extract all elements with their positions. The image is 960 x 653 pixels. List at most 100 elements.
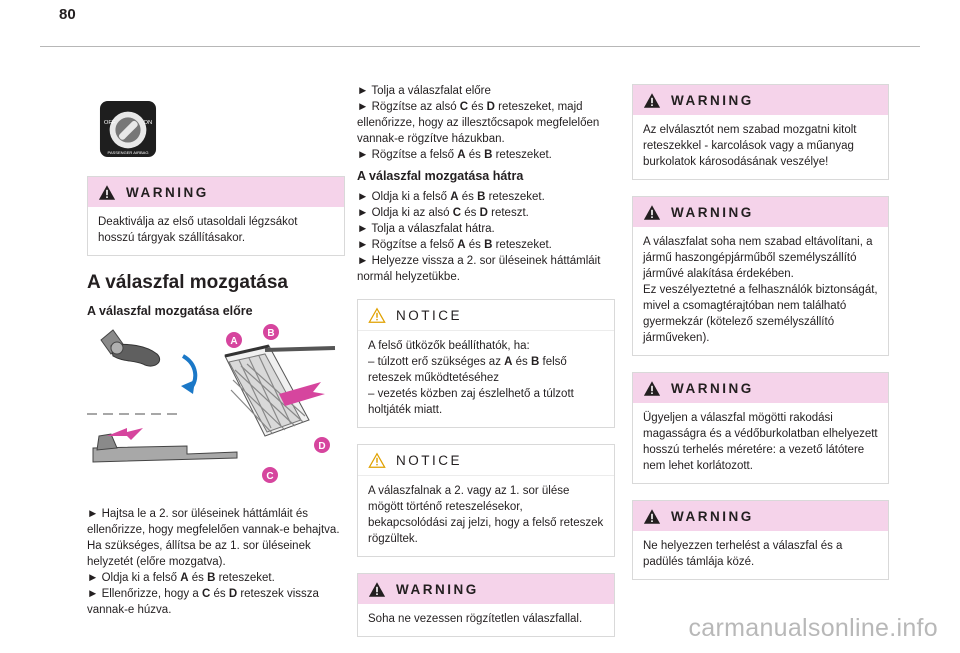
step-text: ► Oldja ki a felső	[357, 191, 451, 203]
warning-text: Deaktiválja az első utasoldali légzsákot…	[98, 216, 298, 244]
warning-header: WARNING	[633, 85, 888, 115]
warning-paragraph: A válaszfalat soha nem szabad eltávolíta…	[643, 236, 873, 280]
latch-letter: A	[457, 239, 466, 251]
warning-title: WARNING	[671, 508, 754, 524]
step-text: és	[468, 101, 487, 113]
instruction-steps: ► Hajtsa le a 2. sor üléseinek háttámlái…	[87, 506, 345, 618]
warning-triangle-icon	[643, 204, 661, 220]
notice-text: A felső ütközők beállíthatók, ha: – túlz…	[358, 331, 614, 427]
step-text: ► Rögzítse a felső	[357, 239, 458, 251]
latch-letter: C	[459, 101, 469, 113]
warning-text: Ügyeljen a válaszfal mögötti rakodási ma…	[643, 412, 878, 472]
warning-box-3: WARNING Az elválasztót nem szabad mozgat…	[632, 84, 889, 180]
figure-label-a: A	[230, 336, 237, 347]
section-title: A válaszfal mozgatása	[87, 272, 288, 293]
step-text: reteszeket.	[485, 191, 545, 203]
notice-text: A válaszfalnak a 2. vagy az 1. sor ülése…	[368, 485, 604, 545]
step-text: ► Oldja ki az alsó	[357, 207, 453, 219]
notice-box-2: NOTICE A válaszfalnak a 2. vagy az 1. so…	[357, 444, 615, 557]
step-text: reteszeket.	[492, 149, 552, 161]
step-text: ► Oldja ki a felső	[87, 572, 181, 584]
subsection-title-forward: A válaszfal mozgatása előre	[87, 304, 253, 318]
warning-box-5: WARNING Ügyeljen a válaszfal mögötti rak…	[632, 372, 889, 484]
warning-header: WARNING	[633, 197, 888, 227]
step-text: és	[188, 572, 208, 584]
step-check-lower: ► Ellenőrizze, hogy a C és D reteszek vi…	[87, 586, 345, 618]
step-unlock-lower: ► Oldja ki az alsó C és D reteszt.	[357, 205, 615, 221]
warning-box-6: WARNING Ne helyezzen terhelést a válaszf…	[632, 500, 889, 580]
step-unlock-upper: ► Oldja ki a felső A és B reteszeket.	[87, 570, 345, 586]
step-restore-seats: ► Helyezze vissza a 2. sor üléseinek hát…	[357, 255, 601, 283]
step-push-forward: ► Tolja a válaszfalat előre	[357, 85, 491, 97]
notice-line-text: felső reteszek működtetéséhez	[368, 356, 567, 384]
warning-text: Soha ne vezessen rögzítetlen válaszfalla…	[368, 613, 583, 625]
latch-letter: C	[201, 588, 211, 600]
latch-letter: B	[531, 356, 540, 368]
notice-line-text: és	[512, 356, 532, 368]
step-text: és	[465, 149, 485, 161]
partition-latch-figure: A B D C	[87, 324, 336, 483]
column-3: WARNING Az elválasztót nem szabad mozgat…	[632, 84, 889, 596]
step-text: ► Rögzítse a felső	[357, 149, 458, 161]
figure-label-c: C	[266, 471, 273, 482]
step-fold-seats: ► Hajtsa le a 2. sor üléseinek háttámlái…	[87, 508, 340, 568]
notice-triangle-icon	[368, 306, 386, 323]
step-text: és	[465, 239, 485, 251]
notice-line-text: – túlzott erő szükséges az	[368, 356, 505, 368]
warning-text: Ne helyezzen terhelést a válaszfal és a …	[643, 540, 843, 568]
latch-letter: B	[477, 191, 486, 203]
subsection-title-back: A válaszfal mozgatása hátra	[357, 169, 524, 183]
latch-letter: C	[452, 207, 462, 219]
notice-title: NOTICE	[396, 307, 463, 323]
warning-triangle-icon	[643, 508, 661, 524]
airbag-on-label: ON	[143, 120, 152, 126]
step-text: reteszeket.	[492, 239, 552, 251]
notice-header: NOTICE	[358, 300, 614, 331]
warning-triangle-icon	[643, 92, 661, 108]
notice-line: – túlzott erő szükséges az A és B felső …	[368, 354, 604, 386]
column-2: ► Tolja a válaszfalat előre ► Rögzítse a…	[357, 83, 615, 653]
top-divider	[40, 46, 920, 47]
latch-letter: A	[180, 572, 189, 584]
step-unlock-upper: ► Oldja ki a felső A és B reteszeket.	[357, 189, 615, 205]
warning-box-4: WARNING A válaszfalat soha nem szabad el…	[632, 196, 889, 356]
warning-text: Az elválasztót nem szabad mozgatni kitol…	[643, 124, 857, 168]
step-lock-lower: ► Rögzítse az alsó C és D reteszeket, ma…	[357, 99, 615, 147]
step-text: reteszek vissza vannak-e húzva.	[87, 588, 319, 616]
step-lock-upper: ► Rögzítse a felső A és B reteszeket.	[357, 237, 615, 253]
latch-letter: A	[450, 191, 459, 203]
warning-title: WARNING	[396, 581, 479, 597]
watermark: carmanualsonline.info	[688, 614, 938, 642]
back-steps: ► Oldja ki a felső A és B reteszeket. ► …	[357, 189, 615, 285]
latch-letter: B	[484, 239, 493, 251]
warning-triangle-icon	[368, 581, 386, 597]
warning-title: WARNING	[671, 380, 754, 396]
figure-label-b: B	[267, 328, 274, 339]
latch-letter: B	[484, 149, 493, 161]
passenger-airbag-switch-icon: OFF ON PASSENGER AIRBAG	[99, 100, 157, 158]
latch-letter: A	[504, 356, 513, 368]
latch-letter: B	[207, 572, 216, 584]
step-text: ► Ellenőrizze, hogy a	[87, 588, 202, 600]
warning-box-1: WARNING Deaktiválja az első utasoldali l…	[87, 176, 345, 256]
notice-line: – vezetés közben zaj észlelhető a túlzot…	[368, 388, 574, 416]
step-text: és	[458, 191, 478, 203]
warning-title: WARNING	[671, 204, 754, 220]
latch-letter: D	[479, 207, 488, 219]
step-text: és	[461, 207, 480, 219]
warning-triangle-icon	[98, 184, 116, 200]
warning-text: A válaszfalat soha nem szabad eltávolíta…	[633, 227, 888, 355]
warning-header: WARNING	[633, 373, 888, 403]
step-push-back: ► Tolja a válaszfalat hátra.	[357, 223, 495, 235]
figure-label-d: D	[318, 441, 325, 452]
column-1: OFF ON PASSENGER AIRBAG WARNING Deaktivá…	[87, 84, 345, 624]
latch-letter: D	[486, 101, 495, 113]
step-text: reteszt.	[487, 207, 529, 219]
notice-header: NOTICE	[358, 445, 614, 476]
warning-title: WARNING	[126, 184, 209, 200]
warning-title: WARNING	[671, 92, 754, 108]
step-text: reteszeket.	[215, 572, 275, 584]
warning-header: WARNING	[358, 574, 614, 604]
notice-box-1: NOTICE A felső ütközők beállíthatók, ha:…	[357, 299, 615, 428]
airbag-off-label: OFF	[104, 120, 116, 126]
